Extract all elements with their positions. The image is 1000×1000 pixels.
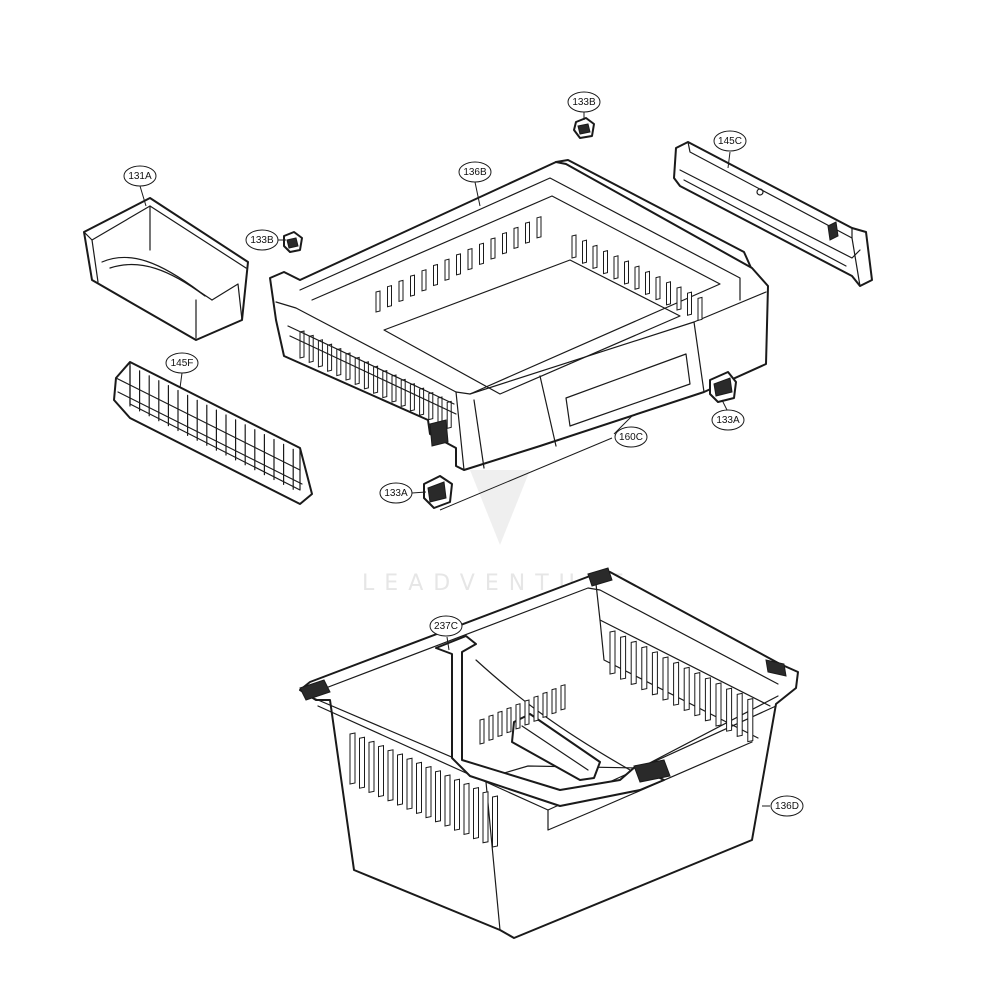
callout-237c: 237C <box>429 615 463 637</box>
callout-label: 136B <box>463 167 487 178</box>
callout-label: 133A <box>384 488 408 499</box>
callout-label: 160C <box>619 432 643 443</box>
callout-136b: 136B <box>458 161 492 183</box>
callout-136d: 136D <box>770 795 804 817</box>
part-145c-rail <box>673 141 873 287</box>
callout-133b-top: 133B <box>567 91 601 113</box>
callout-145f: 145F <box>165 352 199 374</box>
part-145f-grille <box>113 361 313 505</box>
callout-label: 131A <box>128 171 152 182</box>
callout-labels: 131A 133B 133B 136B 145C 145F 133A 160C 133A 237C… <box>123 91 804 817</box>
callout-label: 145F <box>171 358 194 369</box>
callout-label: 237C <box>434 621 458 632</box>
watermark-logo-icon <box>470 470 530 545</box>
callout-133b-left: 133B <box>245 229 279 251</box>
callout-131a: 131A <box>123 165 157 187</box>
callout-label: 133B <box>250 235 274 246</box>
part-133a-roller-left <box>423 475 453 509</box>
leader-lines <box>139 112 770 807</box>
part-131a-bin <box>83 197 249 341</box>
callout-label: 133B <box>572 97 596 108</box>
part-133a-roller-right <box>709 371 737 403</box>
callout-label: 133A <box>716 415 740 426</box>
part-133b-clip-left <box>283 231 303 253</box>
part-136d-basket <box>299 567 799 939</box>
part-136b-drawer <box>269 159 769 471</box>
callout-133a-right: 133A <box>711 409 745 431</box>
callout-label: 136D <box>775 801 799 812</box>
callout-160c: 160C <box>614 426 648 448</box>
callout-133a-left: 133A <box>379 482 413 504</box>
part-133b-clip-top <box>573 117 595 139</box>
callout-145c: 145C <box>713 130 747 152</box>
callout-label: 145C <box>718 136 742 147</box>
